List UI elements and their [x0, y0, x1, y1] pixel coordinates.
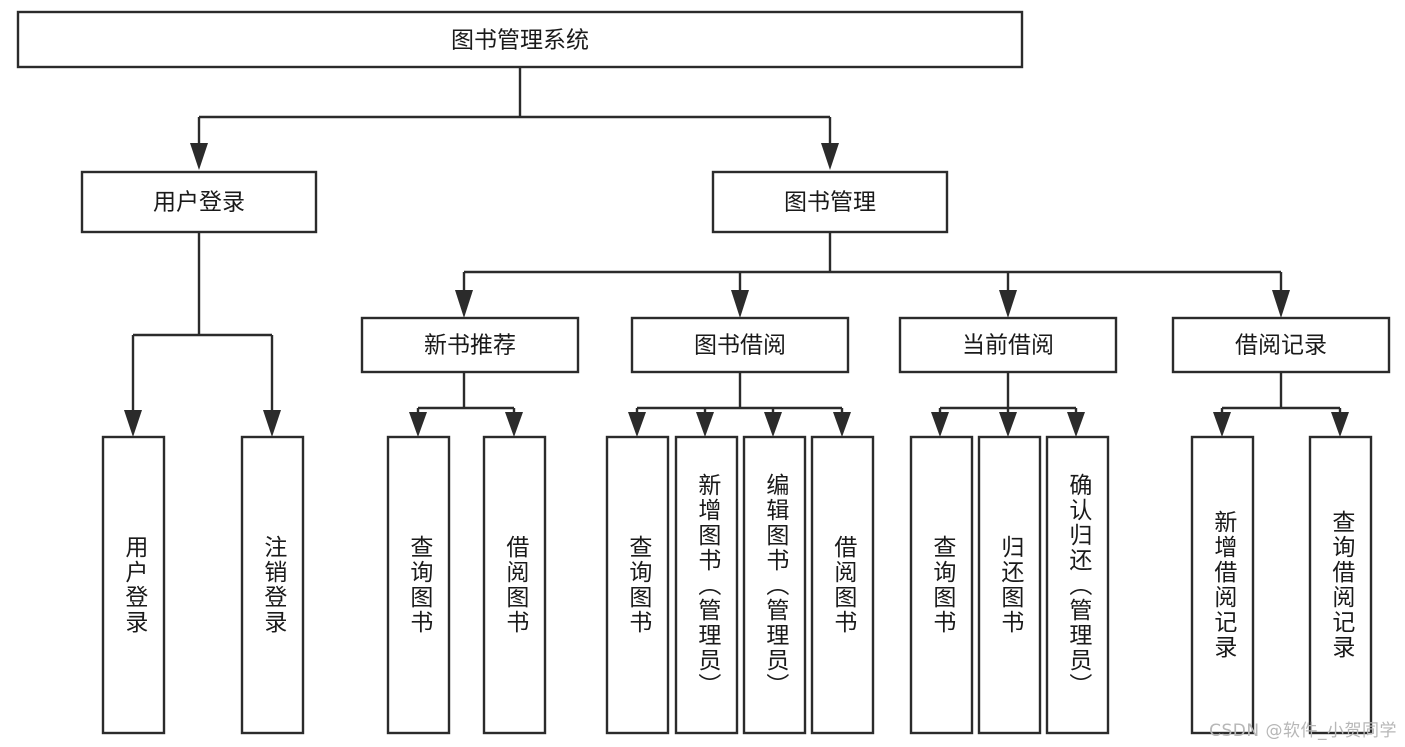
arrow-head-icon [764, 412, 782, 437]
leaf-box-return-book[interactable] [977, 435, 1042, 735]
arrow-head-icon [409, 412, 427, 437]
arrow-head-icon [1067, 412, 1085, 437]
connector-current-to-leaves [931, 372, 1085, 437]
arrow-head-icon [1213, 412, 1231, 437]
connector-root-to-level2 [190, 67, 839, 170]
arrow-head-icon [1272, 290, 1290, 318]
node-user-login-label: 用户登录 [153, 190, 245, 216]
connector-level2-to-level3 [455, 232, 1290, 318]
node-book-management[interactable]: 图书管理 [711, 170, 949, 234]
node-borrow-record-box[interactable] [1171, 316, 1391, 374]
leaf-box-query-book-1[interactable] [386, 435, 451, 735]
node-root-box[interactable] [16, 10, 1024, 69]
arrow-head-icon [731, 290, 749, 318]
leaf-box-confirm-return-admin[interactable] [1045, 435, 1110, 735]
arrow-head-icon [931, 412, 949, 437]
leaf-box-user-login[interactable] [101, 435, 166, 735]
leaf-box-edit-book-admin[interactable] [742, 435, 807, 735]
arrow-head-icon [696, 412, 714, 437]
leaf-box-logout[interactable] [240, 435, 305, 735]
node-new-book-recommend-box[interactable] [360, 316, 580, 374]
arrow-head-icon [124, 410, 142, 437]
arrow-head-icon [455, 290, 473, 318]
node-book-management-label: 图书管理 [784, 190, 876, 216]
leaf-box-borrow-book-2[interactable] [810, 435, 875, 735]
connector-userlogin-to-leaves [124, 232, 281, 437]
arrow-head-icon [999, 290, 1017, 318]
leaf-box-query-borrow-record[interactable] [1308, 435, 1373, 735]
arrow-head-icon [1331, 412, 1349, 437]
node-borrow-record-label: 借阅记录 [1235, 333, 1327, 359]
leaf-box-add-book-admin[interactable] [674, 435, 739, 735]
node-new-book-recommend[interactable]: 新书推荐 [360, 316, 580, 374]
node-current-borrow-box[interactable] [898, 316, 1118, 374]
node-root-label: 图书管理系统 [451, 28, 589, 54]
node-user-login[interactable]: 用户登录 [80, 170, 318, 234]
arrow-head-icon [190, 143, 208, 170]
node-current-borrow[interactable]: 当前借阅 [898, 316, 1118, 374]
node-book-borrow-label: 图书借阅 [694, 333, 786, 359]
node-current-borrow-label: 当前借阅 [962, 333, 1054, 359]
arrow-head-icon [821, 143, 839, 170]
arrow-head-icon [628, 412, 646, 437]
connector-borrow-to-leaves [628, 372, 851, 437]
leaf-box-borrow-book-1[interactable] [482, 435, 547, 735]
connector-records-to-leaves [1213, 372, 1349, 437]
arrow-head-icon [999, 412, 1017, 437]
node-book-management-box[interactable] [711, 170, 949, 234]
node-book-borrow[interactable]: 图书借阅 [630, 316, 850, 374]
node-book-borrow-box[interactable] [630, 316, 850, 374]
arrow-head-icon [833, 412, 851, 437]
node-new-book-recommend-label: 新书推荐 [424, 333, 516, 359]
leaf-box-query-book-3[interactable] [909, 435, 974, 735]
leaf-box-query-book-2[interactable] [605, 435, 670, 735]
arrow-head-icon [505, 412, 523, 437]
node-user-login-box[interactable] [80, 170, 318, 234]
node-root[interactable]: 图书管理系统 [16, 10, 1024, 69]
arrow-head-icon [263, 410, 281, 437]
leaf-box-add-borrow-record[interactable] [1190, 435, 1255, 735]
connector-newbook-to-leaves [409, 372, 523, 437]
watermark: CSDN @软件_小贺同学 [1209, 721, 1397, 741]
node-borrow-record[interactable]: 借阅记录 [1171, 316, 1391, 374]
